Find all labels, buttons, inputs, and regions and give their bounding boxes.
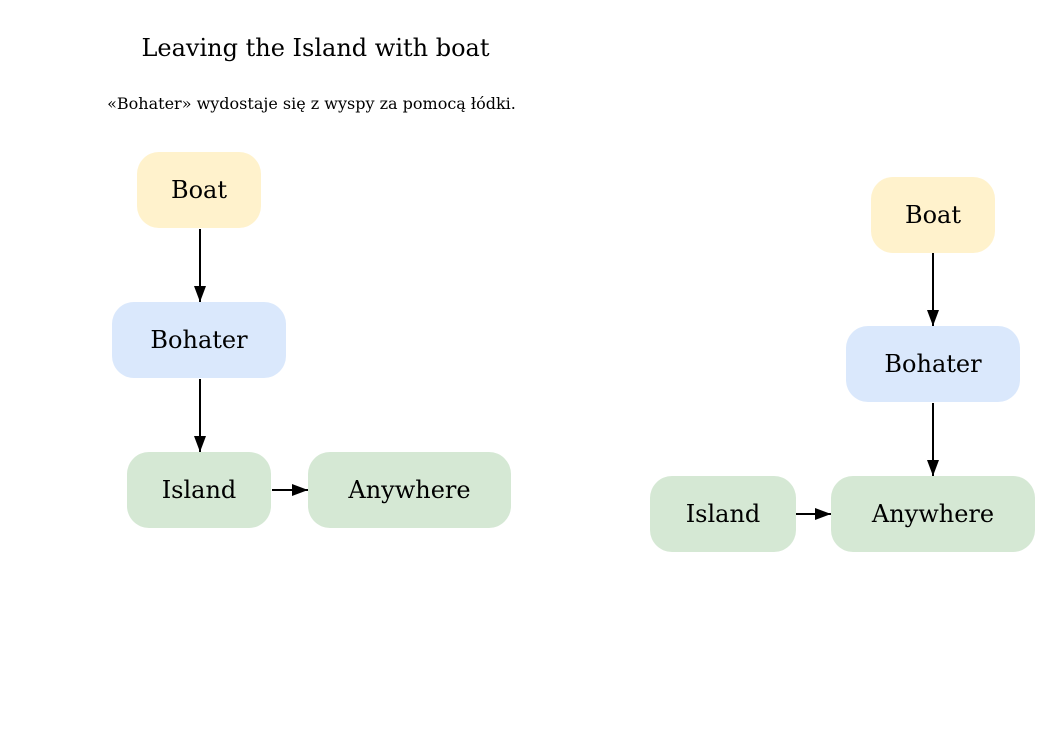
right-island-node: Island: [650, 476, 796, 552]
left-bohater-label: Bohater: [150, 326, 248, 354]
right-bohater-node: Bohater: [846, 326, 1020, 402]
diagram-subtitle: «Bohater» wydostaje się z wyspy za pomoc…: [107, 94, 516, 113]
right-boat-node: Boat: [871, 177, 995, 253]
right-island-label: Island: [685, 500, 761, 528]
left-anywhere-node: Anywhere: [308, 452, 511, 528]
right-anywhere-label: Anywhere: [871, 500, 995, 528]
right-bohater-label: Bohater: [884, 350, 982, 378]
left-boat-label: Boat: [170, 176, 228, 204]
left-anywhere-label: Anywhere: [348, 476, 471, 504]
right-boat-label: Boat: [904, 201, 962, 229]
left-boat-node: Boat: [137, 152, 261, 228]
right-anywhere-node: Anywhere: [831, 476, 1035, 552]
left-bohater-node: Bohater: [112, 302, 286, 378]
left-island-node: Island: [127, 452, 271, 528]
left-island-label: Island: [161, 476, 237, 504]
diagram-title: Leaving the Island with boat: [141, 34, 490, 62]
